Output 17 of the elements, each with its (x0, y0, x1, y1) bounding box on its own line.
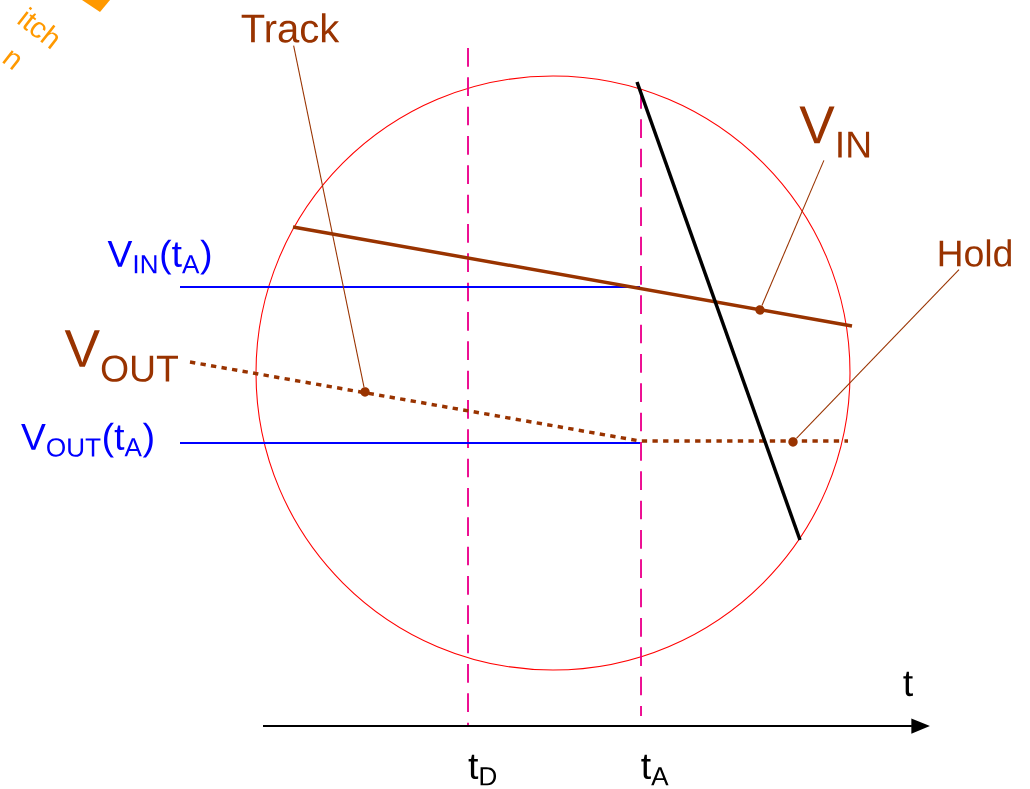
leader-line (795, 269, 960, 439)
callout-label: V$_{IN}$ (799, 106, 870, 158)
leader-line (293, 45, 365, 388)
point-marker (755, 305, 765, 315)
axis-label: V$_{OUT}$(t$_{A}$) (21, 422, 153, 458)
axis-label: n (2, 50, 21, 71)
axis-label: V$_{IN}$(t$_{A}$) (107, 239, 211, 275)
point-marker (788, 437, 798, 447)
axis-label: itch (17, 6, 59, 50)
callout-label: Hold (939, 239, 1011, 267)
point-marker (360, 387, 370, 397)
axis-label: t$_{A}$ (641, 754, 669, 786)
axis-label: V$_{OUT}$ (64, 330, 178, 382)
axis-label: t$_{D}$ (468, 754, 497, 786)
leader-line (761, 159, 825, 306)
callout-label: Track (241, 13, 340, 43)
axis-label: t (903, 671, 913, 697)
